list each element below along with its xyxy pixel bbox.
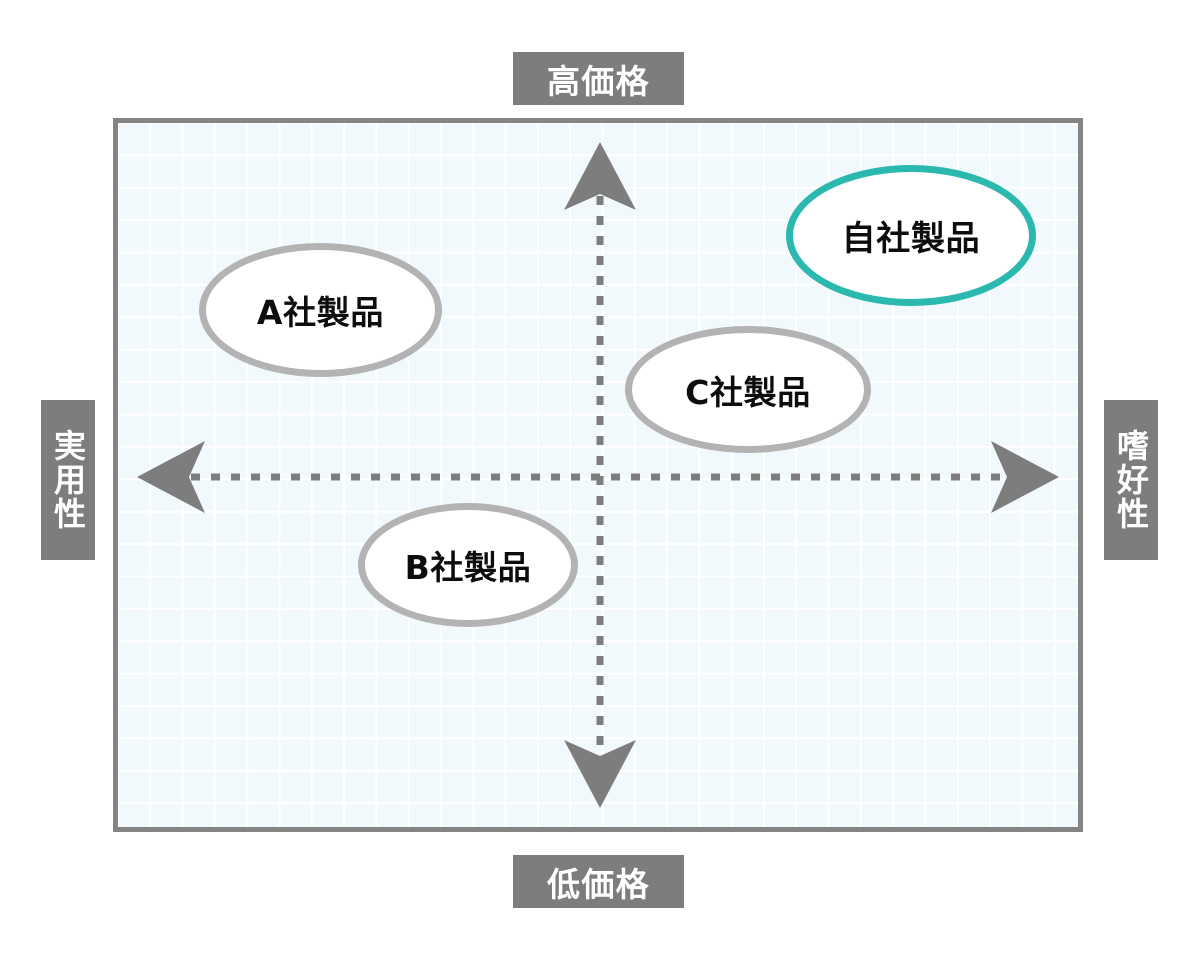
axis-label-high-price: 高価格 bbox=[513, 52, 684, 105]
bubble-company-c-product-label: C社製品 bbox=[685, 372, 811, 412]
bubble-company-b-product-label: B社製品 bbox=[404, 548, 532, 587]
bubble-company-b-product[interactable]: B社製品 bbox=[358, 503, 578, 627]
bubble-own-product-label: 自社製品 bbox=[841, 219, 981, 259]
bubble-company-c-product[interactable]: C社製品 bbox=[625, 326, 871, 453]
bubble-company-a-product[interactable]: A社製品 bbox=[199, 243, 442, 377]
axis-label-low-price: 低価格 bbox=[513, 855, 684, 908]
bubble-company-a-product-label: A社製品 bbox=[256, 293, 385, 332]
bubble-own-product[interactable]: 自社製品 bbox=[786, 165, 1036, 306]
axis-label-practicality: 実用性 bbox=[41, 400, 95, 560]
axis-label-preference: 嗜好性 bbox=[1104, 400, 1158, 560]
